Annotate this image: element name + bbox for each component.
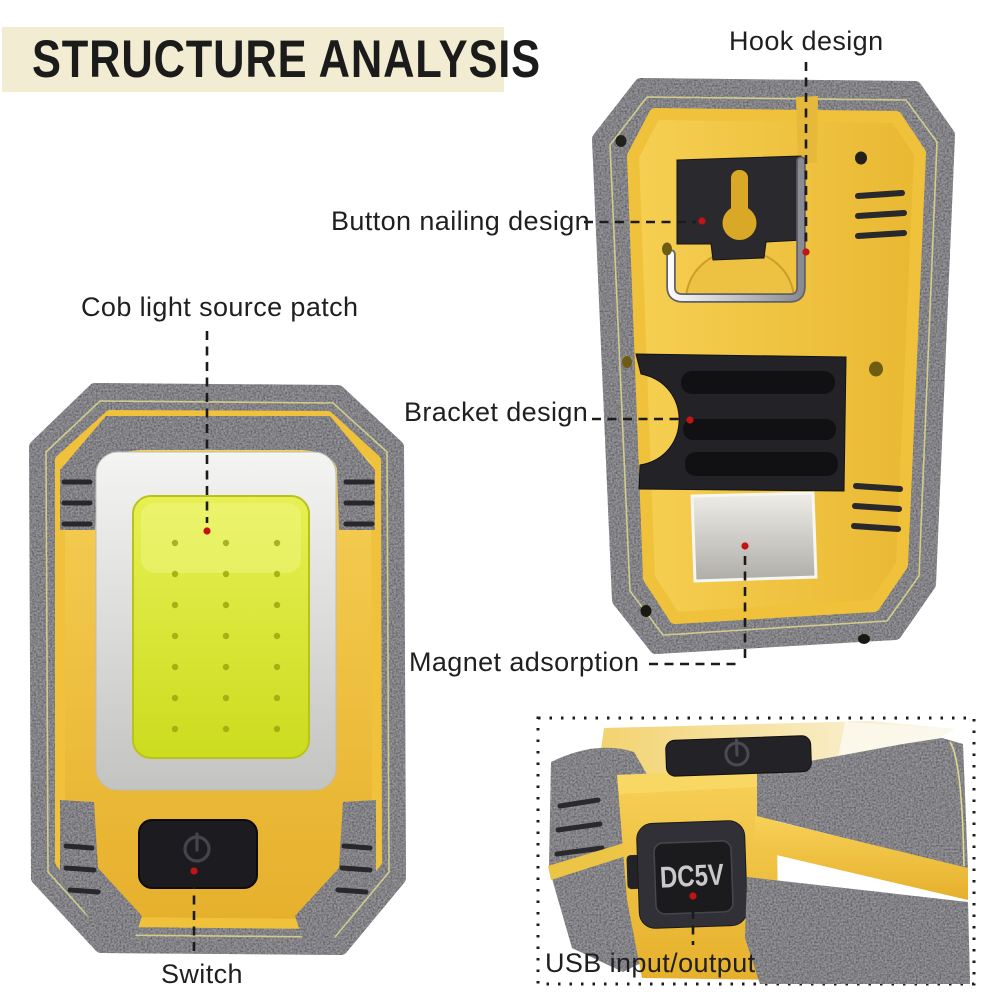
magnet-marker-dot	[741, 542, 749, 550]
back-view-photo	[592, 78, 955, 654]
screw-holes	[615, 135, 883, 644]
right-pinstripe	[949, 741, 965, 867]
power-icon	[183, 832, 211, 863]
front-grip-ribs	[61, 479, 375, 895]
button-nailing-marker-dot	[698, 217, 706, 225]
power-icon	[724, 738, 750, 767]
bracket-ribs	[681, 371, 838, 476]
port-label: DC5V	[659, 858, 725, 894]
left-corner-ribs	[554, 797, 605, 857]
cob-marker-dot	[203, 527, 211, 535]
dc-port-inner	[653, 840, 734, 915]
switch-button	[138, 819, 258, 889]
front-rubber-bumpers	[60, 416, 376, 946]
label-button-nailing: Button nailing design	[331, 206, 591, 236]
back-pinstripe	[609, 96, 938, 636]
hanging-hook	[668, 158, 804, 301]
label-cob-light-source: Cob light source patch	[81, 292, 359, 322]
back-grip-ribs	[851, 190, 907, 532]
top-power-button	[665, 735, 812, 777]
left-yellow-stripe	[548, 843, 626, 880]
page-title: STRUCTURE ANALYSIS	[32, 30, 541, 89]
leader-lines	[192, 62, 808, 956]
right-yellow-band	[755, 816, 968, 900]
hook-marker-dot	[802, 248, 810, 256]
magnet-plate	[690, 491, 818, 583]
usb-marker-dot	[689, 892, 697, 900]
label-usb-input-output: USB input/output	[545, 948, 756, 978]
title-banner: STRUCTURE ANALYSIS	[2, 27, 540, 92]
lower-right-rubber	[745, 877, 970, 984]
cob-led-dots	[140, 516, 302, 744]
label-switch: Switch	[161, 959, 243, 989]
bracket-marker-dot	[686, 416, 694, 424]
hook-anchor-hole	[662, 242, 672, 256]
upper-right-rubber	[757, 738, 968, 870]
magnet-leader-line	[649, 553, 747, 666]
keyhole-slot	[722, 170, 757, 240]
switch-marker-dot	[190, 867, 198, 875]
top-face-highlight	[838, 722, 955, 757]
front-view-photo	[29, 383, 406, 955]
label-bracket-design: Bracket design	[404, 397, 589, 427]
front-pinstripe	[45, 400, 390, 938]
red-marker-dots	[190, 217, 810, 900]
label-hook-design: Hook design	[729, 26, 884, 56]
dotted-frame	[536, 716, 976, 986]
label-magnet-adsorption: Magnet adsorption	[409, 647, 640, 677]
bottom-view-photo: DC5V	[536, 716, 976, 986]
